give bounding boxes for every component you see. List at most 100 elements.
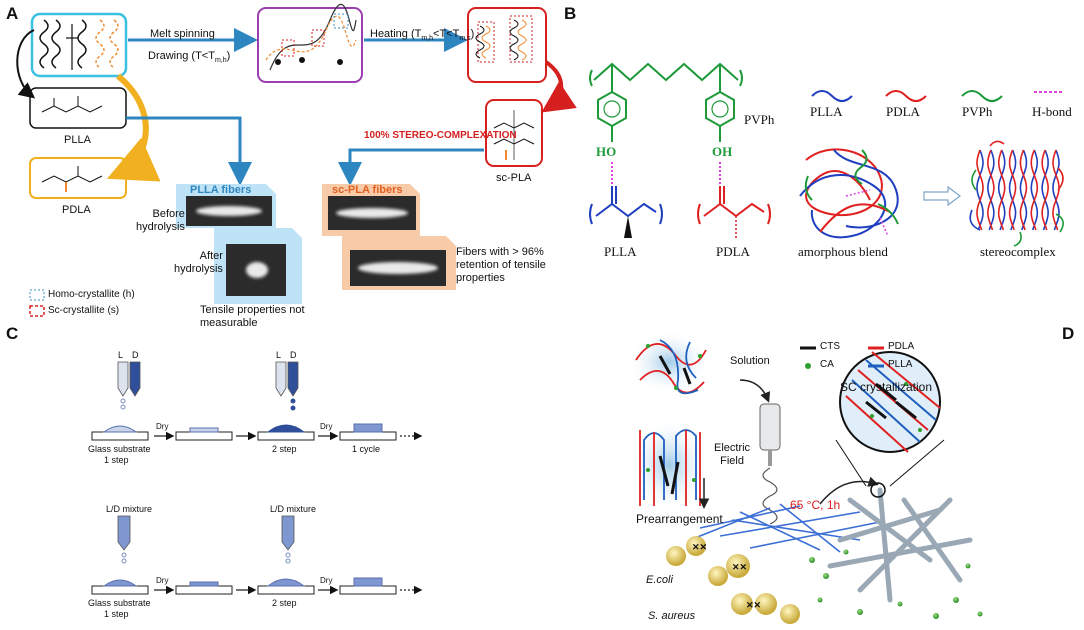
nozzle-l-2 [275, 361, 287, 397]
helix-strand [997, 149, 1006, 231]
solution-label: Solution [730, 355, 770, 367]
mixture-label-2: L/D mixture [270, 504, 317, 514]
plla-unit-label: PLLA [604, 244, 637, 259]
jet-spiral [762, 467, 778, 525]
ecoli-cell-2 [726, 554, 750, 578]
helix-strand [1019, 149, 1028, 231]
helix-strand [1008, 149, 1017, 231]
helix-strand [997, 149, 1006, 231]
legend-plla-label-d: PLLA [888, 359, 913, 370]
helix-strand [976, 149, 984, 231]
panel-label-c: C [6, 324, 19, 343]
helix-strand [1008, 149, 1017, 231]
helix-tail [1055, 213, 1064, 233]
glass-substrate-label-2: Glass substrate [88, 598, 151, 608]
helix-strand [1041, 149, 1049, 231]
helix-strand [1041, 149, 1049, 231]
legend-cts-label: CTS [820, 341, 840, 352]
dry-label-2: Dry [320, 422, 333, 431]
homo-crystallite-legend: Homo-crystallite (h) [48, 289, 135, 300]
released-ca-dots [809, 549, 983, 619]
sc-crystallite-legend: Sc-crystallite (s) [48, 305, 120, 316]
nozzle-mixture-1 [117, 515, 131, 551]
temperature-label: 65 °C, 1h [790, 498, 841, 512]
helix-strand [1030, 149, 1039, 231]
crystallized-network [827, 487, 973, 603]
sc-pla-label: sc-PLA [496, 172, 532, 184]
sc-pla-fibers-title: sc-PLA fibers [332, 184, 403, 196]
amorphous-blend-graphic [799, 148, 899, 239]
d-label-1: D [132, 350, 139, 360]
cycle-label: 1 cycle [352, 444, 381, 454]
step2-label-1: 2 step [272, 444, 297, 454]
pdla-label: PDLA [62, 204, 91, 216]
plla-label: PLLA [64, 134, 91, 146]
stereo-complexation-label: 100% STEREO-COMPLEXATION [364, 130, 517, 141]
panel-label-d: D [1062, 324, 1075, 343]
stereocomplex-graphic [969, 140, 1064, 247]
helix-strand [1052, 149, 1060, 231]
plla-wedge [624, 216, 632, 238]
legend-pvph-swatch [961, 90, 1003, 102]
pvph-backbone [593, 62, 739, 82]
sc-crystallite-legend-box [29, 305, 45, 317]
legend-ca-swatch [805, 363, 811, 369]
prearrangement-label: Prearrangement [636, 512, 723, 526]
d-label-2: D [290, 350, 297, 360]
legend-plla-label: PLLA [810, 104, 843, 119]
legend-hbond-label: H-bond [1032, 104, 1072, 119]
pvph-label: PVPh [744, 112, 775, 127]
legend-pdla-label-d: PDLA [888, 341, 915, 352]
nozzle-l-1 [117, 361, 129, 397]
step1-label-2: 1 step [104, 609, 129, 619]
drawing-label: Drawing (T<Tm,h) [148, 50, 231, 65]
plla-before-photo [186, 196, 272, 226]
melt-spinning-label: Melt spinning [150, 28, 215, 40]
oh-label: OH [712, 144, 733, 159]
step1-label-1: 1 step [104, 455, 129, 465]
nozzle-d-1 [129, 361, 141, 397]
legend-pdla-swatch [885, 90, 927, 102]
syringe [759, 403, 781, 451]
ho-label: HO [596, 144, 617, 159]
helix-tail [1057, 167, 1064, 191]
step2-label-2: 2 step [272, 598, 297, 608]
helix-tail [989, 140, 1005, 147]
legend-pdla-label: PDLA [886, 104, 920, 119]
dry-label-1: Dry [156, 422, 169, 431]
ecoli-cell-1 [686, 536, 706, 556]
legend-pvph-label: PVPh [962, 104, 993, 119]
saureus-cell-1 [731, 593, 753, 615]
amorphous-blend-label: amorphous blend [798, 244, 888, 259]
helix-strand [976, 149, 984, 231]
helix-strand [987, 149, 995, 231]
l-label-2: L [276, 350, 282, 360]
helix-strand [987, 149, 995, 231]
ecoli-label: E.coli [646, 574, 673, 586]
dry-label-4: Dry [320, 576, 333, 585]
sc-pla-before-photo [328, 196, 416, 230]
svg-text:✕✕: ✕✕ [732, 562, 747, 572]
sc-pla-after-photo [350, 250, 446, 286]
saureus-label: S. aureus [648, 610, 696, 622]
helix-tail [969, 209, 981, 231]
sc-crystallization-label: SC crystallization [840, 380, 933, 394]
stereocomplex-label: stereocomplex [980, 244, 1056, 259]
heating-label: Heating (Tm,h<T<Tm,s) [370, 28, 475, 43]
mixture-label-1: L/D mixture [106, 504, 153, 514]
pdla-unit-label: PDLA [716, 244, 750, 259]
legend-ca-label: CA [820, 359, 834, 370]
nozzle-d-2 [287, 361, 299, 397]
legend-plla-swatch [811, 90, 853, 102]
plla-after-photo [226, 244, 286, 296]
plla-fibers-title: PLLA fibers [190, 184, 252, 196]
helix-strand [1030, 149, 1039, 231]
helix-strand [1019, 149, 1028, 231]
